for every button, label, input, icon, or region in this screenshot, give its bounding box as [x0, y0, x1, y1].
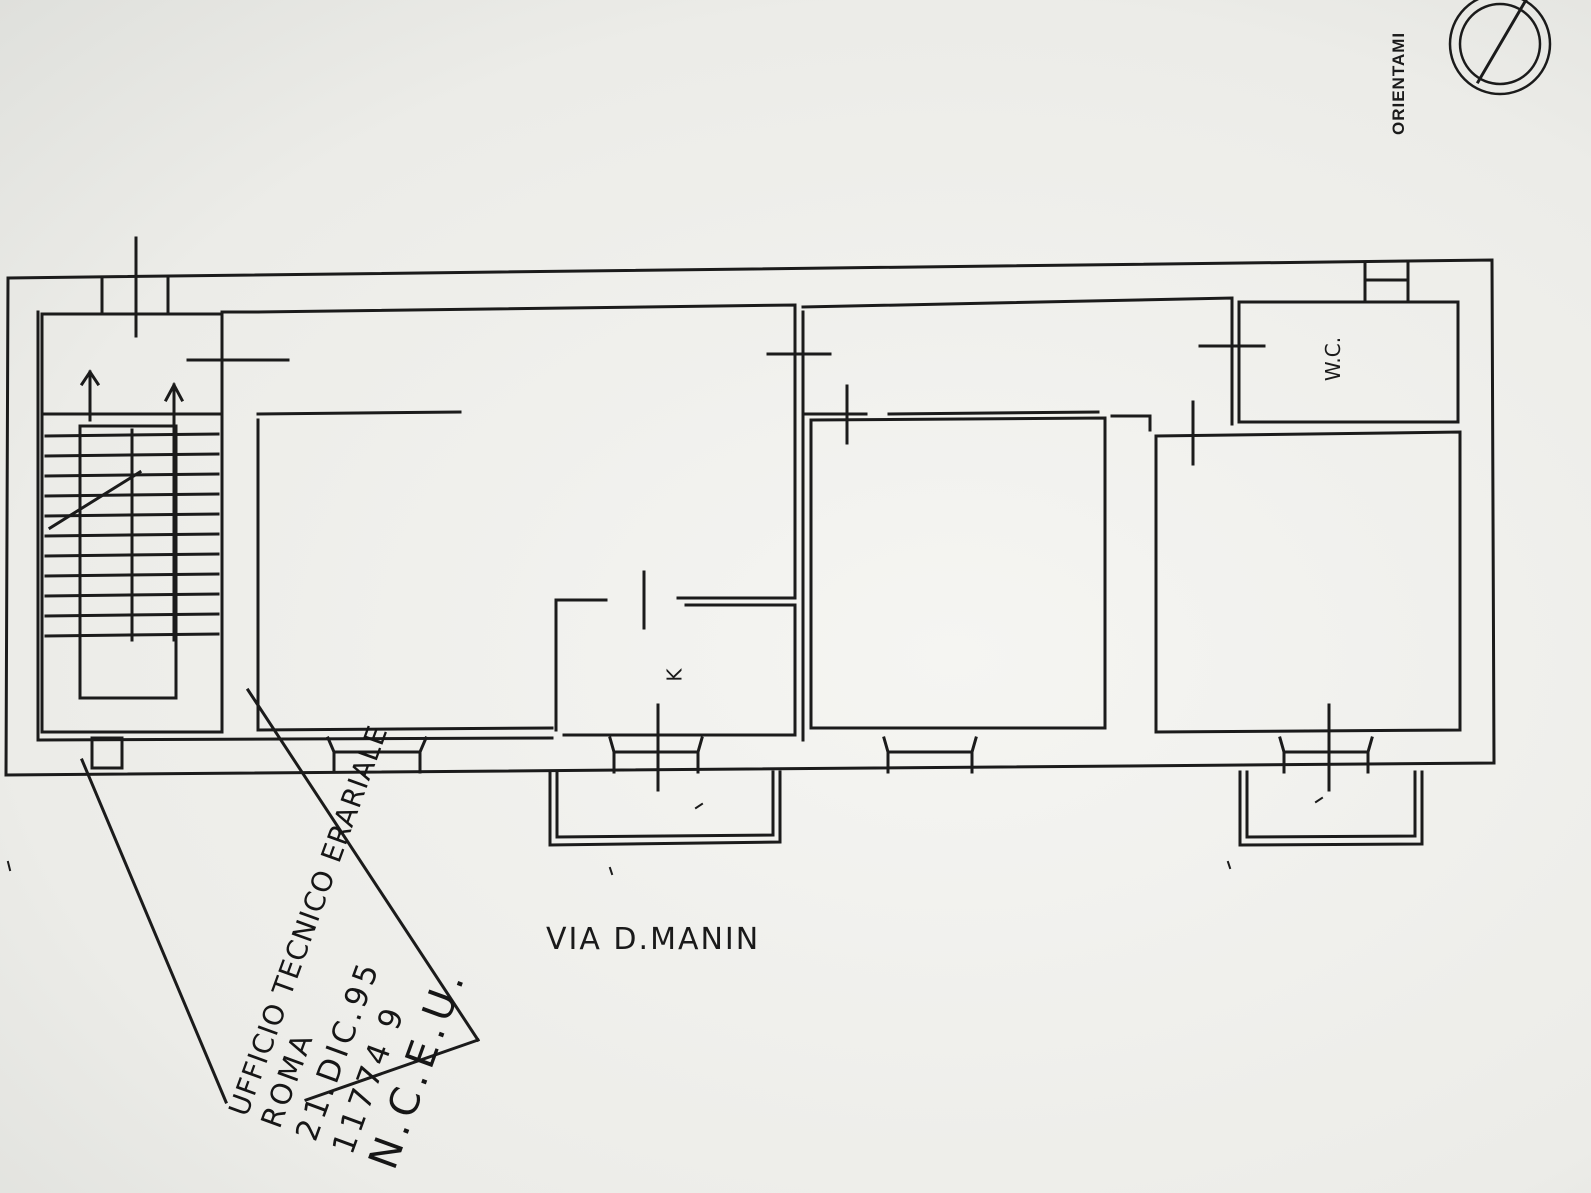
balcony-right: [1238, 770, 1424, 847]
stair-down-arrow-head: [79, 369, 101, 387]
stair-well-core: [78, 424, 178, 700]
building-outer-wall: [4, 258, 1496, 777]
stair-break-line: [47, 469, 143, 531]
living-room-wall-lower: [256, 418, 554, 732]
paper-specks: [6, 796, 1324, 876]
living-room-partition: [256, 410, 462, 416]
wc-room: [1237, 300, 1460, 424]
corridor-lower-wall: [887, 410, 1100, 416]
right-room-wall: [1154, 430, 1462, 734]
right-hall-wall: [1110, 414, 1152, 432]
balcony-right-inner: [1245, 770, 1417, 839]
middle-room-wall: [809, 416, 1107, 730]
balcony-left: [548, 770, 782, 847]
kitchen-wall-right: [562, 603, 797, 737]
kitchen-label: K: [662, 668, 687, 682]
wc-label: W.C.: [1321, 336, 1346, 382]
stamp-frame: [80, 687, 481, 1104]
corridor-wall: [801, 296, 1234, 426]
stair-up-arrow-head: [163, 381, 185, 403]
building-inner-wall: [36, 310, 554, 742]
orientation-label: ORIENTAMI: [1389, 31, 1408, 135]
facade-windows: [90, 736, 1374, 774]
street-label: VIA D.MANIN: [546, 922, 761, 957]
living-room-wall: [256, 303, 797, 600]
kitchen-wall: [554, 598, 608, 732]
balcony-left-inner: [555, 770, 775, 839]
compass-icon: [1448, 0, 1552, 96]
